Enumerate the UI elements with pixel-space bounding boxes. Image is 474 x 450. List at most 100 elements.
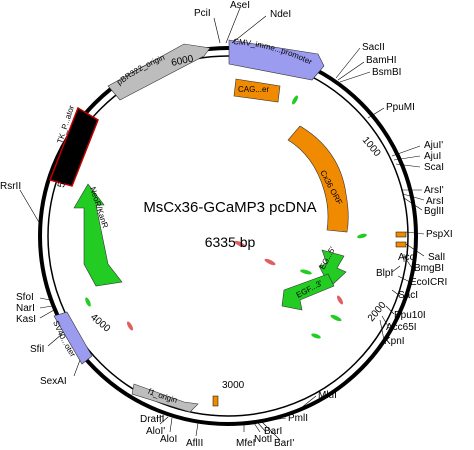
backbone-outer bbox=[38, 46, 418, 426]
site-leader-line bbox=[393, 155, 421, 161]
site-marker-sali bbox=[395, 241, 407, 248]
mark-red bbox=[264, 258, 276, 266]
site-bpu10i: Bpu10I bbox=[394, 310, 426, 321]
mark-red bbox=[234, 240, 246, 248]
site-leader-line bbox=[403, 197, 423, 211]
mark-green bbox=[357, 233, 367, 239]
site-asei: AseI bbox=[230, 0, 250, 11]
site-leader-line bbox=[19, 189, 41, 225]
site-arsi: ArsI bbox=[426, 196, 444, 207]
site-leader-line bbox=[231, 15, 267, 44]
feature-tk-p bbox=[48, 106, 99, 187]
feature-neor-kanr bbox=[73, 183, 123, 287]
site-leader-line bbox=[403, 255, 413, 269]
site-leader-line bbox=[257, 422, 267, 433]
site-sfoi: SfoI bbox=[16, 292, 34, 303]
mark-red bbox=[126, 321, 134, 331]
site-rsrii: RsrII bbox=[0, 181, 21, 192]
site-leader-line bbox=[391, 145, 421, 157]
site-acc65i: Acc65I bbox=[386, 322, 417, 333]
site-bmgbi: BmgBI bbox=[414, 263, 444, 274]
site-leader-line bbox=[397, 275, 411, 283]
feature-f1-origin bbox=[131, 383, 199, 413]
tick-5000: 5000 bbox=[56, 164, 71, 188]
site-leader-line bbox=[159, 416, 169, 425]
mark-green bbox=[85, 297, 91, 307]
site-nari: NarI bbox=[16, 303, 35, 314]
site-leader-line bbox=[39, 309, 55, 319]
site-bsmbi: BsmBI bbox=[372, 67, 401, 78]
site-leader-line bbox=[405, 243, 425, 257]
site-leader-line bbox=[169, 417, 173, 433]
site-mlui: MluI bbox=[318, 390, 337, 401]
site-bamhi: BamHI bbox=[366, 55, 397, 66]
tick-2000: 2000 bbox=[366, 299, 389, 323]
site-leader-line bbox=[367, 107, 385, 119]
site-ecoicri: EcoICRI bbox=[410, 277, 447, 288]
site-bari-prime: BarI' bbox=[274, 438, 294, 449]
feature-label-cag: CAG...er bbox=[238, 85, 269, 94]
site-draiii: DraIII bbox=[140, 414, 164, 425]
site-sali: SalI bbox=[428, 252, 445, 263]
site-kpni: KpnI bbox=[384, 336, 405, 347]
site-marker-pspxi bbox=[395, 231, 407, 238]
site-aflii: AflII bbox=[186, 438, 203, 449]
site-leader-line bbox=[402, 193, 425, 201]
site-leader-line bbox=[261, 421, 281, 441]
site-leader-line bbox=[395, 163, 421, 168]
site-aloi-prime: AloI' bbox=[146, 426, 165, 437]
site-bglii: BglII bbox=[424, 206, 444, 217]
feature-sv40 bbox=[53, 311, 93, 365]
site-leader-line bbox=[225, 7, 241, 44]
site-leader-line bbox=[295, 395, 317, 413]
site-leader-line bbox=[195, 422, 199, 437]
mark-green bbox=[311, 333, 321, 339]
site-mfei: MfeI bbox=[236, 438, 255, 449]
site-bari: BarI bbox=[264, 426, 282, 437]
backbone-inner bbox=[47, 55, 409, 417]
plasmid-name: MsCx36-GCaMP3 pcDNA bbox=[143, 199, 316, 216]
site-saci: SacI bbox=[398, 290, 418, 301]
site-leader-line bbox=[253, 422, 261, 433]
site-pcii: PciI bbox=[194, 8, 211, 19]
site-leader-line bbox=[339, 71, 371, 83]
site-leader-line bbox=[39, 305, 53, 309]
site-acci: AccI bbox=[398, 252, 417, 263]
site-leader-line bbox=[379, 319, 385, 341]
site-kasi: KasI bbox=[16, 314, 36, 325]
mark-green bbox=[330, 314, 342, 322]
site-marker-mlui bbox=[212, 395, 219, 407]
feature-cmv bbox=[228, 39, 325, 81]
feature-cx36-orf bbox=[287, 125, 349, 233]
site-blpi: BlpI bbox=[376, 268, 393, 279]
site-ppumi: PpuMI bbox=[386, 102, 415, 113]
tick-4000: 4000 bbox=[88, 312, 112, 335]
mark-green bbox=[300, 269, 312, 275]
site-leader-line bbox=[73, 359, 81, 377]
site-leader-lines bbox=[19, 7, 425, 441]
site-noti: NotI bbox=[254, 434, 272, 445]
site-leader-line bbox=[391, 265, 401, 273]
site-leader-line bbox=[391, 289, 401, 297]
site-ajui: AjuI bbox=[424, 151, 441, 162]
tick-6000: 6000 bbox=[170, 53, 194, 68]
site-sfii: SfiI bbox=[30, 344, 44, 355]
site-scai: ScaI bbox=[424, 162, 444, 173]
site-aloi: AloI bbox=[160, 434, 177, 445]
feature-cag bbox=[233, 78, 281, 103]
site-leader-line bbox=[271, 417, 287, 421]
site-leader-line bbox=[337, 61, 365, 81]
feature-egfp-3 bbox=[281, 273, 335, 311]
site-sexai: SexAI bbox=[40, 376, 67, 387]
site-ajui-prime: AjuI' bbox=[424, 140, 443, 151]
site-leader-line bbox=[213, 17, 221, 44]
site-sacii: SacII bbox=[362, 42, 385, 53]
mark-red bbox=[336, 295, 344, 305]
site-leader-line bbox=[405, 231, 425, 235]
site-pmli: PmlI bbox=[288, 413, 308, 424]
site-leader-line bbox=[39, 297, 51, 301]
site-leader-line bbox=[47, 333, 63, 347]
site-pspxi: PspXI bbox=[426, 229, 453, 240]
site-ndei: NdeI bbox=[270, 9, 291, 20]
